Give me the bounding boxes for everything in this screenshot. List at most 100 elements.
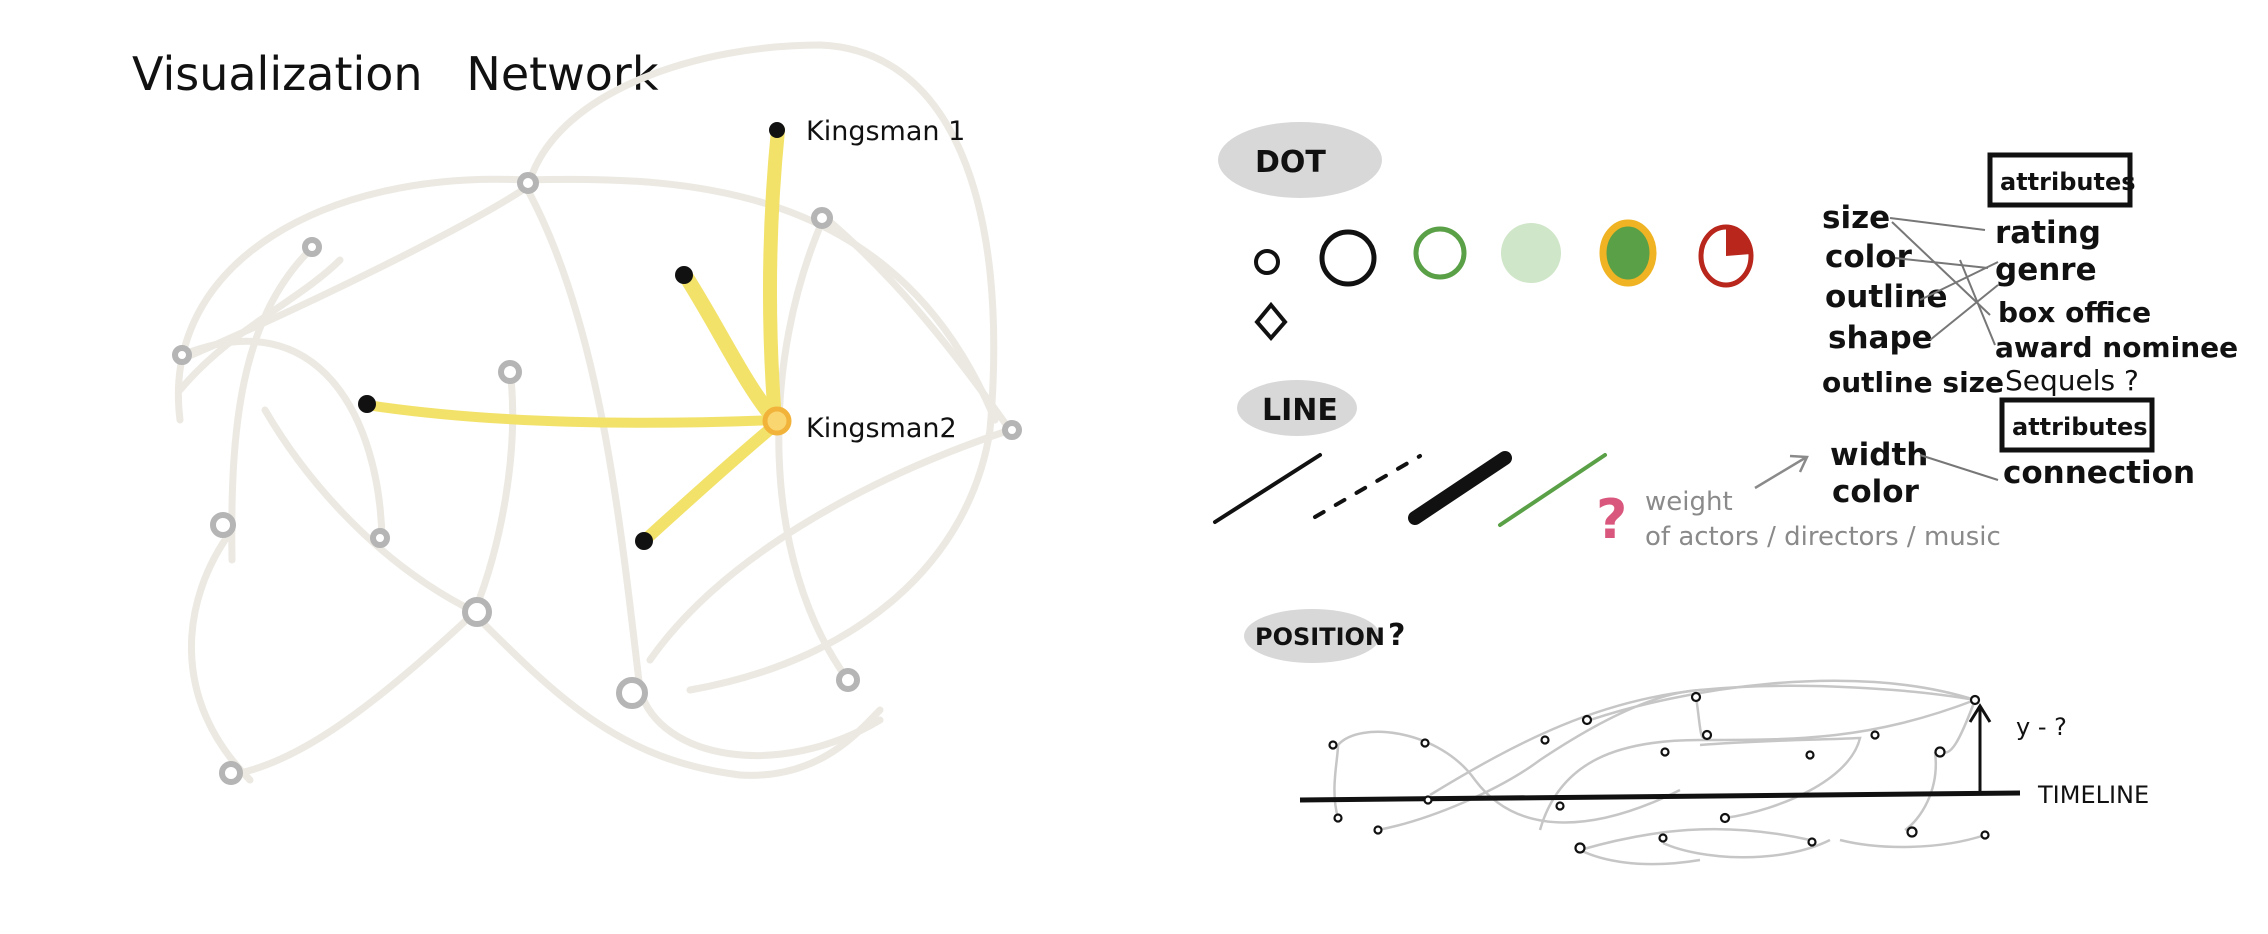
highlight-node — [635, 532, 653, 550]
timeline-link — [1939, 699, 1977, 754]
dot-glyphs — [1254, 219, 1754, 342]
timeline-node — [1333, 813, 1343, 823]
timeline-node — [1690, 691, 1702, 703]
thin-line-glyph — [1213, 453, 1322, 524]
line-attribute-mapping: attributes width color connection — [1830, 397, 2195, 510]
page-title: Visualization Network — [132, 47, 659, 101]
position-heading: POSITION — [1255, 623, 1385, 651]
timeline-node — [1658, 833, 1668, 843]
timeline-link — [1333, 744, 1340, 819]
kingsman1-node — [769, 122, 785, 138]
highlight-edge — [362, 400, 780, 428]
dot-attribute-mapping: attributes size color outline shape outl… — [1822, 152, 2238, 399]
channel-outline: outline — [1825, 279, 1948, 315]
y-axis-label: y - ? — [2016, 713, 2067, 741]
network-node — [811, 207, 833, 229]
position-question: ? — [1388, 618, 1405, 653]
mapping-line — [1919, 454, 1999, 481]
network-node — [210, 512, 236, 538]
y-axis-arrowhead-icon — [1968, 703, 1992, 723]
network-node — [462, 597, 492, 627]
green-outline-dot-glyph — [1413, 226, 1467, 280]
timeline-axis — [1299, 790, 2021, 803]
timeline-link — [1699, 736, 1862, 820]
timeline-node — [1660, 747, 1670, 757]
channel-color: color — [1825, 239, 1913, 275]
background-nodes — [172, 172, 1022, 785]
timeline-link — [1337, 730, 1681, 824]
line-glyphs — [1213, 451, 1607, 527]
attr-genre: genre — [1995, 252, 2097, 288]
highlight-node — [358, 395, 376, 413]
background-network — [174, 41, 1014, 784]
timeline-node — [1555, 801, 1565, 811]
weight-note-line2: of actors / directors / music — [1645, 522, 2001, 552]
timeline-link — [1579, 827, 1811, 852]
kingsman2-label: Kingsman2 — [806, 413, 957, 444]
timeline-node — [1373, 825, 1383, 835]
channel-line-color: color — [1832, 474, 1920, 510]
large-dot-glyph — [1319, 229, 1377, 287]
line-heading: LINE — [1262, 393, 1338, 428]
highlight-node — [675, 266, 693, 284]
channel-size: size — [1822, 200, 1890, 236]
green-line-glyph — [1498, 453, 1607, 527]
mapping-line — [1889, 217, 1986, 231]
network-node — [1002, 420, 1022, 440]
timeline-link — [1904, 751, 1938, 832]
timeline-link — [1839, 833, 1986, 849]
attr-box-office: box office — [1998, 296, 2151, 329]
attr-rating: rating — [1995, 215, 2101, 251]
timeline-node — [1701, 729, 1713, 741]
thick-line-glyph — [1408, 451, 1512, 525]
background-edge — [174, 175, 999, 424]
attr-sequels: Sequels ? — [2005, 364, 2139, 397]
background-edge — [188, 526, 254, 784]
timeline-node — [1807, 837, 1817, 847]
red-pie-slice-glyph — [1726, 227, 1751, 256]
background-edge — [228, 246, 314, 564]
background-edge — [176, 181, 534, 364]
highlight-edge — [677, 267, 783, 428]
dashed-line-glyph — [1313, 454, 1422, 519]
timeline-node — [1805, 750, 1815, 760]
timeline-node — [1423, 795, 1433, 805]
background-edge — [226, 608, 479, 779]
timeline-node — [1328, 740, 1338, 750]
dot-heading: DOT — [1255, 145, 1326, 180]
background-edge — [176, 256, 344, 394]
timeline-node — [1420, 738, 1430, 748]
diamond-glyph — [1254, 301, 1288, 342]
channel-shape: shape — [1828, 320, 1933, 356]
highlight-edge — [763, 123, 785, 427]
attr-connection: connection — [2003, 455, 2195, 491]
timeline-node — [1574, 842, 1586, 854]
mapping-line — [1929, 284, 1999, 341]
timeline-node — [1906, 826, 1918, 838]
line-attributes-box-label: attributes — [2012, 413, 2148, 441]
timeline-node — [1969, 694, 1981, 706]
timeline-link — [1662, 838, 1831, 859]
background-edge — [466, 606, 884, 779]
background-edge — [526, 41, 998, 694]
timeline-link — [1579, 848, 1701, 866]
background-edge — [261, 406, 479, 616]
channel-outline-size: outline size — [1822, 366, 2004, 399]
mapping-line — [1919, 261, 1999, 301]
highlight-nodes — [358, 122, 792, 550]
mapping-line — [1894, 257, 1989, 269]
network-node — [219, 761, 243, 785]
channel-width: width — [1830, 437, 1928, 473]
network-node — [172, 345, 192, 365]
highlight-edge — [639, 419, 781, 546]
timeline-node — [1980, 830, 1990, 840]
dot-heading-blob — [1218, 122, 1382, 198]
mapping-lines — [1889, 217, 1999, 346]
weight-question-mark: ? — [1596, 488, 1627, 551]
timeline-axis-label: TIMELINE — [2037, 781, 2149, 809]
mapping-line — [1959, 259, 1996, 346]
network-node — [498, 360, 522, 384]
timeline-node — [1934, 746, 1946, 758]
dot-attributes-box — [1987, 152, 2133, 208]
